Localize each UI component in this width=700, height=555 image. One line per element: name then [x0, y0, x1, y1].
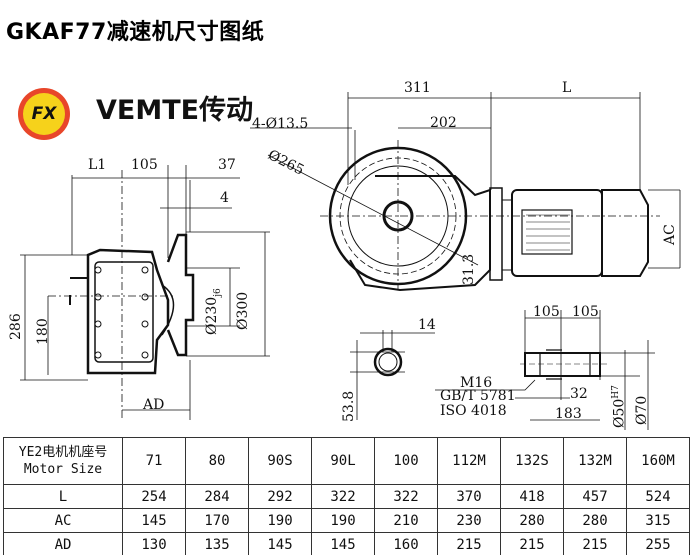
table-row-l: L 254 284 292 322 322 370 418 457 524 — [3, 484, 690, 509]
dim-286: 286 — [8, 313, 24, 340]
dim-311: 311 — [404, 80, 431, 96]
table-cell: 230 — [437, 508, 501, 533]
table-cell: 215 — [437, 532, 501, 555]
dim-180: 180 — [35, 318, 51, 345]
dim-105-right: 105 — [572, 304, 599, 320]
dim-4: 4 — [220, 190, 229, 206]
table-cell: 145 — [311, 532, 375, 555]
brand-logo-mark: FX — [23, 93, 65, 135]
label-iso4018: ISO 4018 — [440, 403, 507, 419]
size-cell: 80 — [185, 437, 249, 485]
dim-14: 14 — [418, 317, 436, 333]
table-cell: 292 — [248, 484, 312, 509]
size-cell: 132S — [500, 437, 564, 485]
header-cell: YE2电机机座号 Motor Size — [3, 437, 123, 485]
dim-ad: AD — [143, 397, 165, 413]
label-gbt5781: GB/T 5781 — [440, 388, 516, 404]
dim-d50-value: Ø50 — [611, 398, 628, 428]
row-label: L — [3, 484, 123, 509]
size-cell: 160M — [626, 437, 690, 485]
shaft-section — [350, 310, 655, 430]
brand-logo: FX — [18, 88, 70, 140]
dim-d300: Ø300 — [235, 291, 251, 330]
label-m16: M16 — [460, 375, 493, 391]
table-row-ad: AD 130 135 145 145 160 215 215 215 255 — [3, 532, 690, 555]
dim-105-left: 105 — [533, 304, 560, 320]
table-cell: 315 — [626, 508, 690, 533]
row-label: AD — [3, 532, 123, 555]
table-cell: 322 — [311, 484, 375, 509]
table-cell: 524 — [626, 484, 690, 509]
table-cell: 418 — [500, 484, 564, 509]
size-cell: 112M — [437, 437, 501, 485]
dim-ac: AC — [662, 224, 678, 245]
header-cn: YE2电机机座号 — [18, 445, 108, 460]
page-title: GKAF77减速机尺寸图纸 — [6, 20, 265, 45]
dim-53-8: 53.8 — [341, 390, 357, 422]
table-cell: 284 — [185, 484, 249, 509]
dim-l: L — [562, 80, 572, 96]
size-cell: 90S — [248, 437, 312, 485]
table-cell: 145 — [248, 532, 312, 555]
row-label: AC — [3, 508, 123, 533]
motor-size-table: YE2电机机座号 Motor Size 71 80 90S 90L 100 112… — [3, 437, 690, 555]
table-cell: 457 — [563, 484, 627, 509]
brand-name: VEMTE传动 — [96, 95, 254, 126]
table-cell: 280 — [563, 508, 627, 533]
header-en: Motor Size — [23, 462, 103, 477]
table-cell: 135 — [185, 532, 249, 555]
dim-32: 32 — [570, 386, 588, 402]
dim-holes: 4-Ø13.5 — [252, 116, 309, 132]
dim-d230-value: Ø230 — [204, 296, 220, 335]
dim-31-3: 31.3 — [461, 253, 477, 285]
table-cell: 280 — [500, 508, 564, 533]
size-cell: 71 — [122, 437, 186, 485]
dim-d50: Ø50H7 — [611, 385, 628, 428]
table-cell: 190 — [248, 508, 312, 533]
technical-drawing — [20, 92, 681, 430]
dim-37: 37 — [218, 157, 236, 173]
table-cell: 145 — [122, 508, 186, 533]
dim-d70: Ø70 — [634, 395, 650, 425]
table-cell: 322 — [374, 484, 438, 509]
table-cell: 255 — [626, 532, 690, 555]
size-cell: 90L — [311, 437, 375, 485]
size-cell: 100 — [374, 437, 438, 485]
dim-183: 183 — [555, 406, 582, 422]
dim-d230-tolerance: j6 — [212, 288, 223, 297]
table-cell: 170 — [185, 508, 249, 533]
table-row-ac: AC 145 170 190 190 210 230 280 280 315 — [3, 508, 690, 533]
dim-105: 105 — [131, 157, 158, 173]
table-cell: 130 — [122, 532, 186, 555]
table-cell: 215 — [500, 532, 564, 555]
dim-202: 202 — [430, 115, 457, 131]
table-cell: 370 — [437, 484, 501, 509]
table-cell: 254 — [122, 484, 186, 509]
table-header-row: YE2电机机座号 Motor Size 71 80 90S 90L 100 112… — [3, 437, 690, 485]
dim-l1: L1 — [88, 157, 107, 173]
dim-d230: Ø230j6 — [204, 288, 223, 335]
front-view — [250, 92, 681, 292]
table-cell: 215 — [563, 532, 627, 555]
dim-d50-tolerance: H7 — [611, 385, 621, 399]
table-cell: 160 — [374, 532, 438, 555]
table-cell: 190 — [311, 508, 375, 533]
size-cell: 132M — [563, 437, 627, 485]
table-cell: 210 — [374, 508, 438, 533]
side-view — [20, 165, 270, 420]
